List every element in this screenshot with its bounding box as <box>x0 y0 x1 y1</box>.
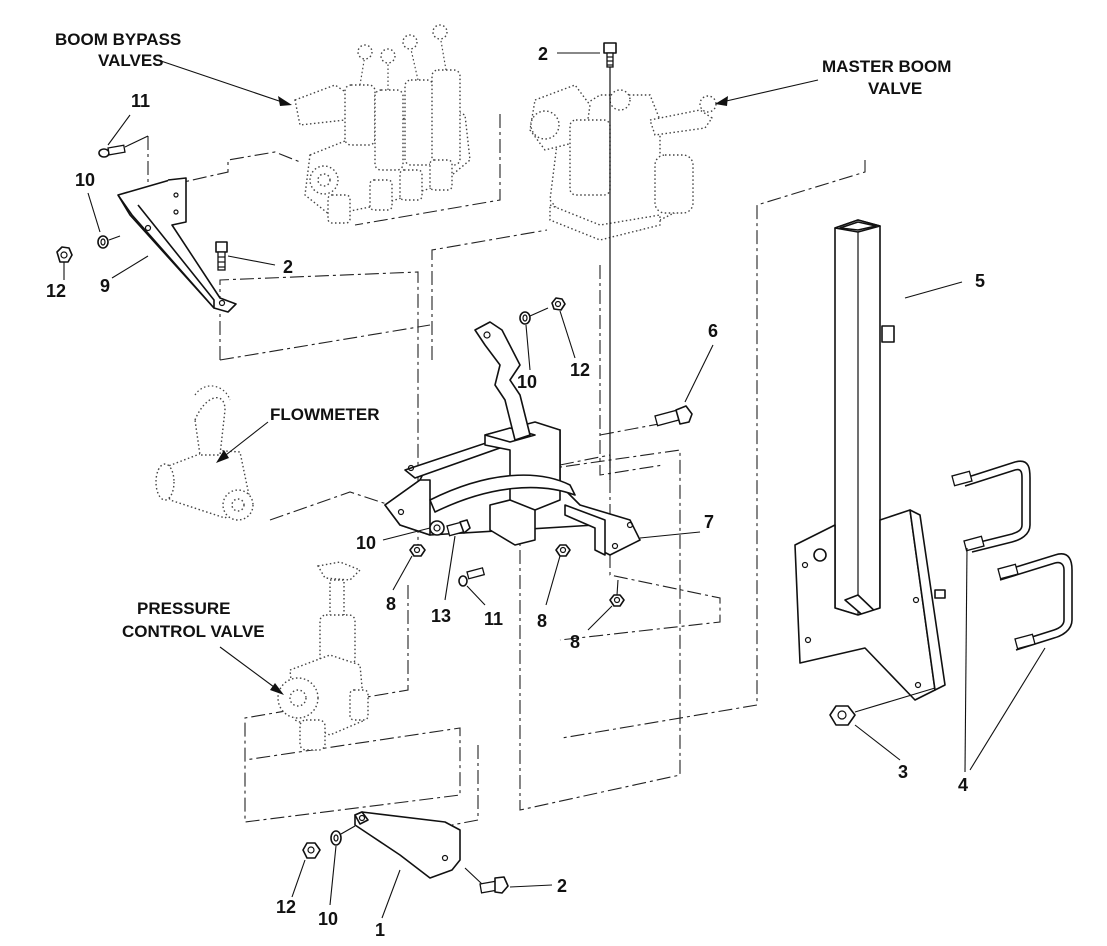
callout-8-c: 8 <box>570 632 580 652</box>
callout-11-mid: 11 <box>484 609 503 629</box>
nut-12-bottom <box>302 842 321 859</box>
callout-2-bottom: 2 <box>557 876 567 896</box>
callout-8-a: 8 <box>386 594 396 614</box>
callout-5: 5 <box>975 271 985 291</box>
label-boom-bypass-line2: VALVES <box>98 51 164 70</box>
callout-13: 13 <box>431 606 451 626</box>
text-labels: BOOM BYPASS VALVES MASTER BOOM VALVE FLO… <box>55 30 951 641</box>
washer-10-bottom <box>330 830 342 846</box>
washer-10-mid <box>519 311 531 325</box>
bracket-9 <box>117 177 237 313</box>
label-flowmeter: FLOWMETER <box>270 405 380 424</box>
u-bolt-4-upper <box>951 460 1031 553</box>
bolt-6 <box>654 405 693 427</box>
callout-12-mid: 12 <box>570 360 590 380</box>
screw-11-top <box>98 135 149 158</box>
label-pressure-line1: PRESSURE <box>137 599 231 618</box>
callout-7: 7 <box>704 512 714 532</box>
mounting-plate <box>794 509 946 701</box>
washer-10-flow <box>429 520 445 536</box>
bolt-2-bottom <box>464 867 509 894</box>
label-boom-bypass-line1: BOOM BYPASS <box>55 30 181 49</box>
nut-8-b <box>555 544 571 557</box>
bracket-7 <box>384 321 641 556</box>
label-master-boom-line2: VALVE <box>868 79 922 98</box>
callout-4: 4 <box>958 775 968 795</box>
callout-2-bypass: 2 <box>283 257 293 277</box>
callout-10-mid: 10 <box>517 372 537 392</box>
nut-3 <box>829 687 936 726</box>
callout-9: 9 <box>100 276 110 296</box>
flowmeter <box>155 385 254 521</box>
callout-11-top: 11 <box>131 91 150 111</box>
nut-12-mid <box>551 297 566 311</box>
master-boom-valve <box>529 84 717 241</box>
washer-10-left <box>97 235 109 249</box>
label-master-boom-line1: MASTER BOOM <box>822 57 951 76</box>
nut-12-left <box>56 246 73 263</box>
screw-11-mid <box>458 567 486 587</box>
bolt-13 <box>446 519 471 537</box>
callout-12-bottom: 12 <box>276 897 296 917</box>
callout-8-b: 8 <box>537 611 547 631</box>
callout-10-bottom: 10 <box>318 909 338 929</box>
callout-10-left: 10 <box>75 170 95 190</box>
bracket-1 <box>354 811 461 879</box>
bolt-2-bypass <box>215 241 228 271</box>
callout-1: 1 <box>375 920 385 940</box>
boom-bypass-valves <box>294 24 471 224</box>
pressure-control-valve <box>277 561 369 751</box>
callout-numbers: 11 10 12 9 2 2 5 6 10 12 7 10 8 13 11 8 … <box>46 44 985 940</box>
callout-2-top: 2 <box>538 44 548 64</box>
nut-8-a <box>409 544 426 557</box>
label-pressure-line2: CONTROL VALVE <box>122 622 265 641</box>
u-bolt-4-lower <box>997 553 1073 651</box>
callout-6: 6 <box>708 321 718 341</box>
callout-10-flow: 10 <box>356 533 376 553</box>
bolt-2-top <box>603 42 617 480</box>
leader-lines <box>63 52 1046 919</box>
nut-8-c <box>609 594 625 607</box>
callout-3: 3 <box>898 762 908 782</box>
callout-12-left: 12 <box>46 281 66 301</box>
